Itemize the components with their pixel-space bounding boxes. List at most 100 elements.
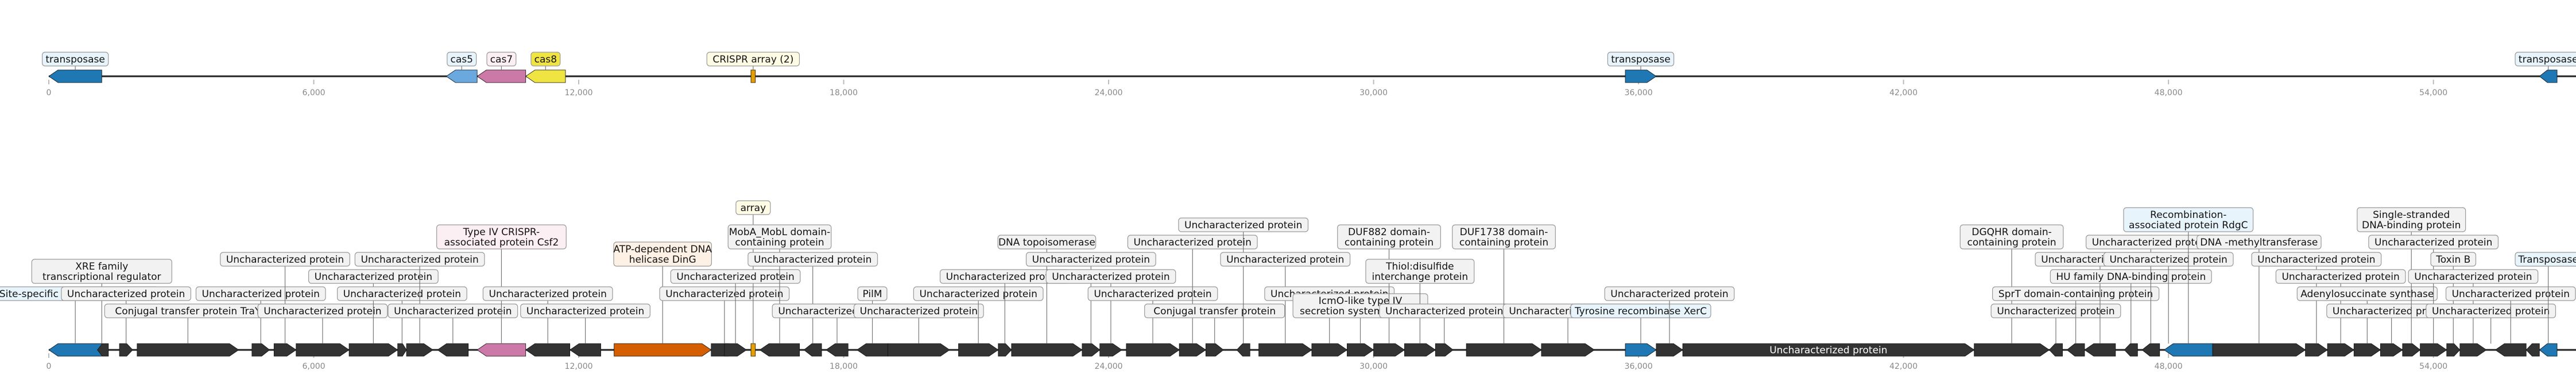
gene-label-box[interactable]: [530, 52, 561, 67]
gene-label-box[interactable]: [1025, 252, 1156, 267]
gene-arrow[interactable]: [2494, 343, 2527, 357]
gene-arrow[interactable]: [2539, 343, 2558, 357]
gene-label-box[interactable]: [2430, 252, 2477, 267]
gene-label-box[interactable]: [31, 259, 172, 284]
gene-label-box[interactable]: [2296, 286, 2438, 301]
gene-label-box[interactable]: [1607, 52, 1675, 67]
gene-label-box[interactable]: [659, 286, 790, 301]
gene-arrow[interactable]: [48, 343, 102, 357]
gene-label-box[interactable]: [857, 286, 888, 301]
gene-arrow[interactable]: [1974, 343, 2050, 357]
gene-label-box[interactable]: [2426, 303, 2556, 318]
gene-arrow[interactable]: [1682, 343, 1975, 357]
gene-arrow[interactable]: [1082, 343, 1101, 357]
gene-label-box[interactable]: [2103, 252, 2234, 267]
gene-label-box[interactable]: [670, 269, 801, 284]
gene-arrow[interactable]: [2446, 343, 2461, 357]
gene-arrow[interactable]: [48, 69, 102, 83]
gene-label-box[interactable]: [61, 286, 192, 301]
gene-label-box[interactable]: [2275, 269, 2406, 284]
gene-label-box[interactable]: [2123, 207, 2254, 232]
gene-arrow[interactable]: [251, 343, 270, 357]
gene-arrow[interactable]: [2353, 343, 2381, 357]
gene-arrow[interactable]: [119, 343, 133, 357]
gene-arrow[interactable]: [2163, 343, 2213, 357]
gene-arrow[interactable]: [1435, 343, 1454, 357]
gene-arrow[interactable]: [2525, 343, 2540, 357]
gene-arrow[interactable]: [1011, 343, 1083, 357]
gene-arrow[interactable]: [477, 69, 526, 83]
gene-arrow[interactable]: [2305, 343, 2328, 357]
gene-label-box[interactable]: [1045, 269, 1176, 284]
gene-arrow[interactable]: [1258, 343, 1312, 357]
gene-label-box[interactable]: [1990, 303, 2121, 318]
gene-arrow[interactable]: [296, 343, 350, 357]
gene-arrow[interactable]: [525, 69, 566, 83]
gene-label-box[interactable]: [706, 52, 800, 67]
gene-label-box[interactable]: [1127, 235, 1258, 250]
gene-arrow[interactable]: [2420, 343, 2447, 357]
gene-arrow[interactable]: [1236, 343, 1250, 357]
gene-arrow[interactable]: [1625, 69, 1657, 83]
gene-label-box[interactable]: [997, 235, 1097, 250]
gene-label-box[interactable]: [1604, 286, 1735, 301]
gene-label-box[interactable]: [1959, 224, 2064, 250]
gene-label-box[interactable]: [1992, 286, 2160, 301]
gene-label-box[interactable]: [1365, 259, 1475, 284]
gene-label-box[interactable]: [727, 224, 832, 250]
gene-label-box[interactable]: [2445, 286, 2576, 301]
gene-label-box[interactable]: [913, 286, 1044, 301]
gene-label-box[interactable]: [336, 286, 467, 301]
gene-arrow[interactable]: [1099, 343, 1122, 357]
gene-label-box[interactable]: [1220, 252, 1351, 267]
gene-label-box[interactable]: [1178, 217, 1309, 232]
gene-arrow[interactable]: [2048, 343, 2063, 357]
gene-label-box[interactable]: [41, 52, 109, 67]
gene-arrow[interactable]: [348, 343, 398, 357]
gene-label-box[interactable]: [2251, 252, 2382, 267]
gene-arrow[interactable]: [888, 343, 950, 357]
gene-label-box[interactable]: [2050, 269, 2212, 284]
gene-arrow[interactable]: [826, 343, 849, 357]
gene-label-box[interactable]: [1570, 303, 1711, 318]
gene-label-box[interactable]: [853, 303, 984, 318]
gene-arrow[interactable]: [137, 343, 239, 357]
gene-label-box[interactable]: [2408, 269, 2539, 284]
gene-label-box[interactable]: [747, 252, 878, 267]
gene-arrow[interactable]: [569, 343, 601, 357]
gene-label-box[interactable]: [1337, 224, 1441, 250]
gene-label-box[interactable]: [1087, 286, 1218, 301]
gene-label-box[interactable]: [447, 52, 477, 67]
gene-arrow[interactable]: [2124, 343, 2138, 357]
gene-arrow[interactable]: [1404, 343, 1436, 357]
gene-arrow[interactable]: [446, 69, 478, 83]
gene-arrow[interactable]: [958, 343, 999, 357]
gene-arrow[interactable]: [2066, 343, 2085, 357]
gene-arrow[interactable]: [1311, 343, 1348, 357]
gene-label-box[interactable]: [388, 303, 518, 318]
gene-label-box[interactable]: [520, 303, 650, 318]
gene-arrow[interactable]: [1179, 343, 1207, 357]
gene-arrow[interactable]: [2459, 343, 2487, 357]
gene-label-box[interactable]: [482, 286, 613, 301]
gene-arrow[interactable]: [998, 343, 1012, 357]
gene-arrow[interactable]: [1373, 343, 1405, 357]
gene-arrow[interactable]: [1541, 343, 1595, 357]
gene-arrow[interactable]: [397, 343, 407, 357]
gene-arrow[interactable]: [2380, 343, 2403, 357]
gene-arrow[interactable]: [406, 343, 433, 357]
gene-arrow[interactable]: [2084, 343, 2116, 357]
gene-arrow[interactable]: [2327, 343, 2354, 357]
gene-arrow[interactable]: [614, 343, 712, 357]
gene-arrow[interactable]: [1466, 343, 1542, 357]
gene-label-box[interactable]: [1452, 224, 1556, 250]
gene-arrow[interactable]: [1347, 343, 1374, 357]
gene-label-box[interactable]: [2515, 252, 2576, 267]
gene-label-box[interactable]: [220, 252, 350, 267]
gene-label-box[interactable]: [2515, 52, 2576, 67]
gene-arrow[interactable]: [2212, 343, 2306, 357]
gene-label-box[interactable]: [436, 224, 567, 250]
gene-arrow[interactable]: [437, 343, 469, 357]
gene-arrow[interactable]: [1656, 343, 1683, 357]
gene-label-box[interactable]: [2368, 235, 2499, 250]
